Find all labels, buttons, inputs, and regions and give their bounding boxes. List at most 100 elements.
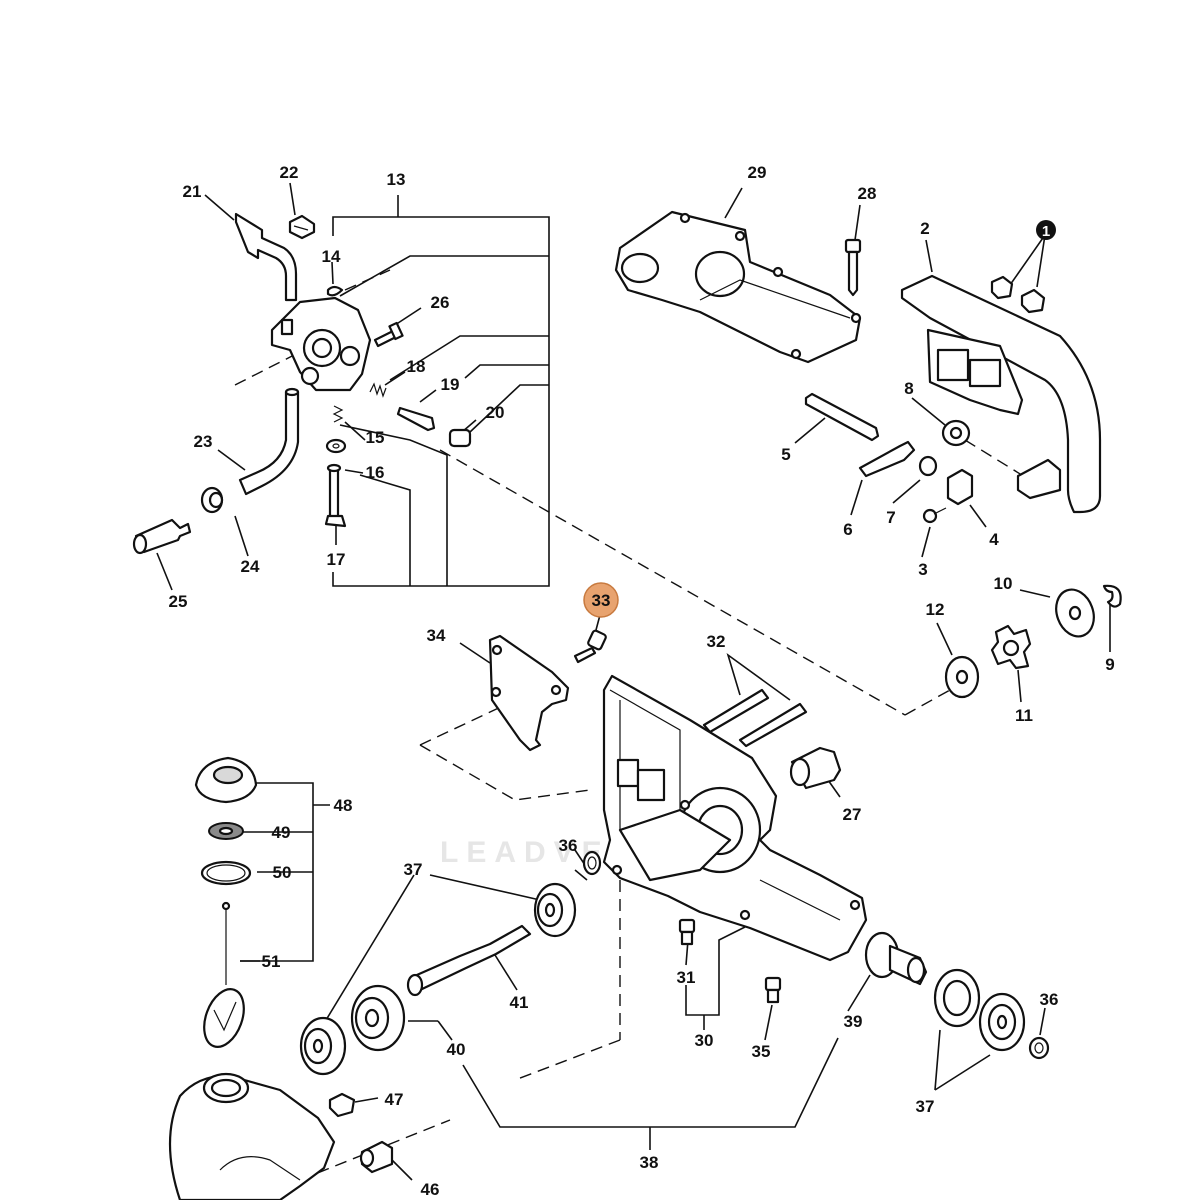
part-18-spring[interactable]: [369, 382, 387, 398]
callout-11[interactable]: 11: [1015, 706, 1033, 725]
callout-4[interactable]: 4: [989, 530, 999, 549]
callout-23[interactable]: 23: [194, 432, 213, 451]
callout-24[interactable]: 24: [241, 557, 260, 576]
gear-case[interactable]: [602, 674, 868, 962]
part-20-cap[interactable]: [448, 428, 472, 448]
callout-10[interactable]: 10: [994, 574, 1013, 593]
callout-1[interactable]: 1: [1042, 223, 1050, 240]
part-10-washer[interactable]: [1050, 584, 1100, 641]
callout-8[interactable]: 8: [904, 379, 913, 398]
callout-29[interactable]: 29: [748, 163, 767, 182]
part-21-lever[interactable]: [234, 212, 298, 302]
callout-37-left[interactable]: 37: [404, 860, 423, 879]
part-39-gear-shaft[interactable]: [864, 931, 928, 986]
part-5-shaft[interactable]: [804, 392, 880, 442]
callout-32[interactable]: 32: [707, 632, 726, 651]
callout-46[interactable]: 46: [421, 1180, 440, 1199]
part-37-bearing-lower[interactable]: [299, 1016, 347, 1076]
part-14-clip[interactable]: [326, 285, 344, 297]
callout-7[interactable]: 7: [886, 508, 895, 527]
callout-34[interactable]: 34: [427, 626, 446, 645]
callout-35[interactable]: 35: [752, 1042, 771, 1061]
part-24-grommet[interactable]: [200, 486, 224, 514]
callout-27[interactable]: 27: [843, 805, 862, 824]
callout-36-lower[interactable]: 36: [1040, 990, 1059, 1009]
callout-48[interactable]: 48: [334, 796, 353, 815]
part-28-bolt[interactable]: [844, 238, 862, 297]
part-16-washer[interactable]: [325, 438, 347, 454]
callout-14[interactable]: 14: [322, 247, 341, 266]
callout-26[interactable]: 26: [431, 293, 450, 312]
callout-5[interactable]: 5: [781, 445, 790, 464]
callout-33[interactable]: 33: [592, 591, 611, 610]
part-17-plunger[interactable]: [324, 463, 347, 528]
part-47-plug[interactable]: [328, 1092, 356, 1118]
callout-39[interactable]: 39: [844, 1012, 863, 1031]
callout-51[interactable]: 51: [262, 952, 281, 971]
part-51-dipstick[interactable]: [197, 901, 251, 1052]
part-50-o-ring[interactable]: [200, 860, 252, 886]
part-8-sprocket[interactable]: [941, 419, 971, 447]
part-49-gasket[interactable]: [208, 822, 244, 840]
part-46-bushing[interactable]: [359, 1140, 394, 1174]
callout-22[interactable]: 22: [280, 163, 299, 182]
part-6-pin[interactable]: [858, 440, 916, 478]
callout-41[interactable]: 41: [510, 993, 529, 1012]
part-23-hose[interactable]: [238, 387, 300, 496]
part-41-shaft[interactable]: [406, 924, 532, 997]
part-32-studs[interactable]: [702, 688, 808, 748]
callout-30[interactable]: 30: [695, 1031, 714, 1050]
callout-2[interactable]: 2: [920, 219, 929, 238]
part-3-screw[interactable]: [922, 507, 947, 524]
part-7-ring[interactable]: [918, 455, 938, 477]
part-19-pin[interactable]: [396, 406, 436, 432]
part-22-filter[interactable]: [288, 214, 316, 240]
part-29-housing[interactable]: [614, 210, 862, 364]
callout-15[interactable]: 15: [366, 428, 385, 447]
callout-6[interactable]: 6: [843, 520, 852, 539]
callout-21[interactable]: 21: [183, 182, 202, 201]
callout-28[interactable]: 28: [858, 184, 877, 203]
callout-3[interactable]: 3: [918, 560, 927, 579]
part-37-bearing-upper[interactable]: [533, 882, 577, 938]
callout-9[interactable]: 9: [1105, 655, 1114, 674]
part-1-nuts[interactable]: [990, 275, 1046, 314]
callout-18[interactable]: 18: [407, 357, 426, 376]
part-25-filter[interactable]: [132, 518, 192, 555]
callout-20[interactable]: 20: [486, 403, 505, 422]
part-12-washer[interactable]: [944, 655, 980, 699]
part-4-block[interactable]: [946, 468, 974, 506]
callout-25[interactable]: 25: [169, 592, 188, 611]
part-9-circlip[interactable]: [1102, 584, 1122, 608]
part-26-screw[interactable]: [373, 321, 404, 348]
callout-31[interactable]: 31: [677, 968, 696, 987]
callout-13[interactable]: 13: [387, 170, 406, 189]
part-37-bearings-right[interactable]: [933, 968, 1026, 1052]
callout-12[interactable]: 12: [926, 600, 945, 619]
part-33-screw[interactable]: [573, 629, 607, 664]
callout-40[interactable]: 40: [447, 1040, 466, 1059]
part-11-knob[interactable]: [990, 624, 1032, 670]
callout-47[interactable]: 47: [385, 1090, 404, 1109]
part-36-ring-lower[interactable]: [1028, 1036, 1050, 1060]
part-2-guard[interactable]: [900, 274, 1102, 514]
part-31-screw[interactable]: [678, 918, 696, 946]
part-48-cap[interactable]: [194, 756, 258, 804]
part-36-ring-upper[interactable]: [582, 850, 602, 876]
part-15-spring[interactable]: [332, 405, 344, 423]
callout-16[interactable]: 16: [366, 463, 385, 482]
callout-19[interactable]: 19: [441, 375, 460, 394]
callout-49[interactable]: 49: [272, 823, 291, 842]
callout-50[interactable]: 50: [273, 863, 292, 882]
part-tank[interactable]: [168, 1072, 336, 1200]
callout-36-upper[interactable]: 36: [559, 836, 578, 855]
callout-37-right[interactable]: 37: [916, 1097, 935, 1116]
part-27-bushing[interactable]: [789, 746, 842, 790]
callout-17[interactable]: 17: [327, 550, 346, 569]
part-35-screw[interactable]: [764, 976, 782, 1004]
callout-38[interactable]: 38: [640, 1153, 659, 1172]
part-40-gear[interactable]: [350, 984, 406, 1052]
part-13-pump-body[interactable]: [270, 296, 372, 392]
part-34-plate[interactable]: [488, 634, 570, 752]
